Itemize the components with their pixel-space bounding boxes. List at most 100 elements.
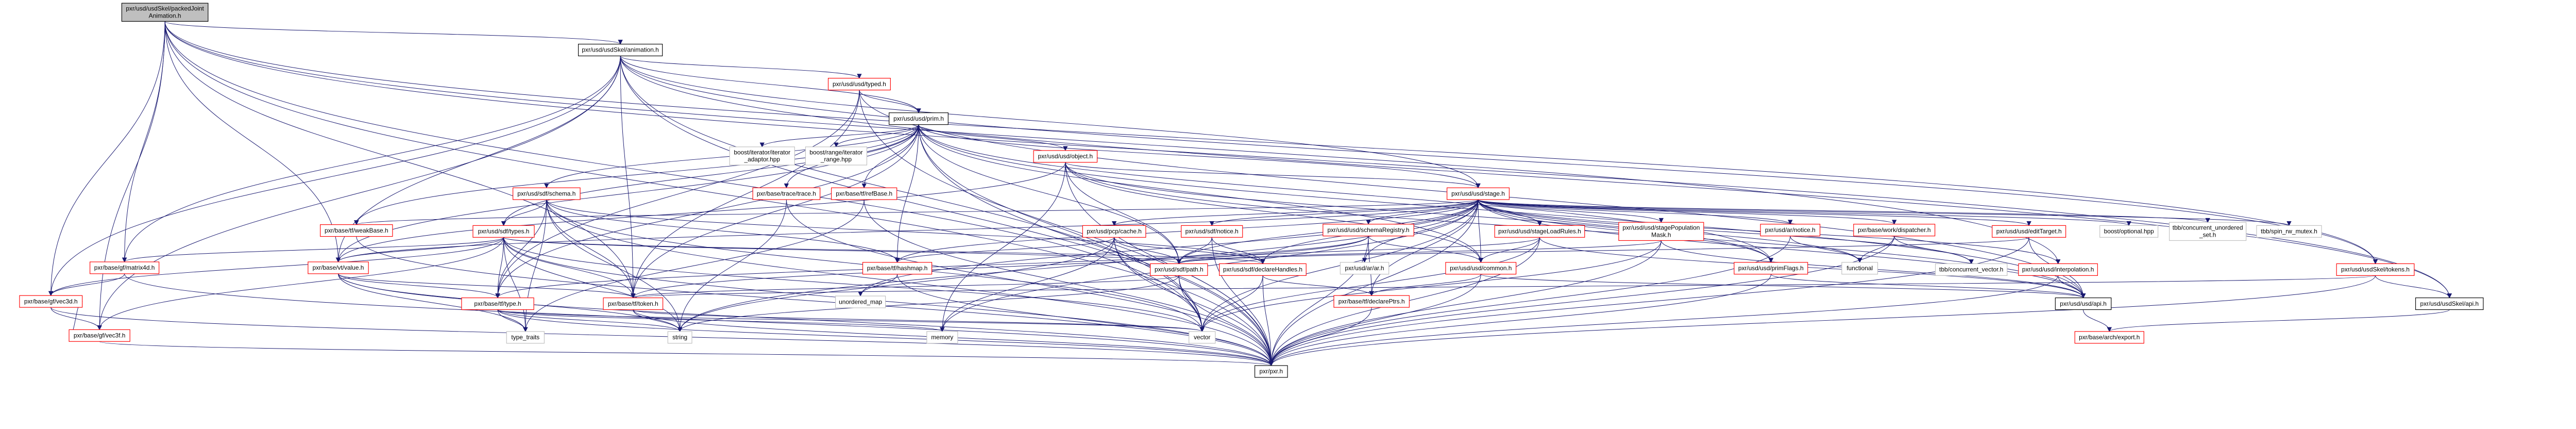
- node-declare-handles[interactable]: pxr/usd/sdf/declareHandles.h: [1219, 263, 1307, 276]
- arrowhead-icon: [2126, 221, 2131, 226]
- node-box: [1323, 224, 1414, 237]
- node-sdf-notice[interactable]: pxr/usd/sdf/notice.h: [1181, 225, 1243, 238]
- edge-root-to-matrix4d: [124, 21, 165, 262]
- node-box: [1935, 263, 2008, 276]
- node-hashmap[interactable]: pxr/base/tf/hashmap.h: [862, 262, 933, 275]
- node-box: [1189, 331, 1216, 344]
- node-arch-export[interactable]: pxr/base/arch/export.h: [2074, 331, 2144, 344]
- node-vec3f[interactable]: pxr/base/gf/vec3f.h: [69, 329, 130, 342]
- node-value[interactable]: pxr/base/vt/value.h: [308, 261, 369, 274]
- node-path[interactable]: pxr/usd/sdf/path.h: [1150, 263, 1208, 276]
- edge-animation-to-pxr: [620, 56, 1272, 366]
- node-box: [506, 331, 545, 344]
- node-dispatcher[interactable]: pxr/base/work/dispatcher.h: [1853, 224, 1936, 237]
- node-tf-type[interactable]: pxr/base/tf/type.h: [461, 298, 534, 310]
- edge-usd-api-to-arch-export: [2083, 309, 2110, 332]
- node-label: pxr/base/tf/token.h: [608, 300, 658, 307]
- edge-schema-to-pxr: [546, 200, 1272, 366]
- node-vec3d[interactable]: pxr/base/gf/vec3d.h: [19, 295, 83, 308]
- node-box: [90, 261, 160, 274]
- node-tokens[interactable]: pxr/usd/usdSkel/tokens.h: [2336, 263, 2415, 276]
- edge-typed-to-prim: [859, 90, 919, 113]
- node-pxr[interactable]: pxr/pxr.h: [1255, 365, 1288, 378]
- edge-path-to-tf-token: [633, 275, 1179, 299]
- node-weak-base[interactable]: pxr/base/tf/weakBase.h: [320, 224, 393, 237]
- node-schema-registry[interactable]: pxr/usd/usd/schemaRegistry.h: [1323, 224, 1414, 237]
- node-box: [827, 78, 891, 91]
- node-label: pxr/base/gf/vec3d.h: [24, 298, 78, 305]
- edge-stage-pop-mask-to-vector: [1201, 240, 1662, 332]
- node-schema[interactable]: pxr/usd/sdf/schema.h: [512, 187, 581, 200]
- node-declare-ptrs[interactable]: pxr/base/tf/declarePtrs.h: [1333, 295, 1410, 308]
- node-label: vector: [1194, 334, 1210, 341]
- node-iterator-adaptor: boost/iterator/iterator_adaptor.hpp: [729, 146, 795, 166]
- node-usd-api[interactable]: pxr/usd/usd/api.h: [2055, 298, 2112, 310]
- node-box: [1734, 262, 1808, 275]
- edge-schema-registry-to-tf-type: [497, 236, 1369, 298]
- edge-sdf-types-to-vec3d: [50, 237, 504, 296]
- edge-stage-to-common: [1478, 200, 1481, 262]
- edge-stage-to-spin-rw-mutex: [1478, 199, 2290, 226]
- node-boost-optional: boost/optional.hpp: [2099, 225, 2159, 238]
- node-stage[interactable]: pxr/usd/usd/stage.h: [1447, 187, 1510, 200]
- node-ref-base[interactable]: pxr/base/tf/refBase.h: [831, 187, 897, 200]
- node-label: pxr/base/trace/trace.h: [757, 190, 816, 197]
- node-tf-token[interactable]: pxr/base/tf/token.h: [603, 298, 664, 310]
- node-box: [1853, 224, 1936, 237]
- node-object[interactable]: pxr/usd/usd/object.h: [1033, 150, 1098, 163]
- edge-animation-to-vector: [620, 56, 1202, 332]
- arrowhead-icon: [2107, 327, 2112, 332]
- node-box: [1447, 187, 1510, 200]
- node-box: [831, 187, 897, 200]
- node-animation[interactable]: pxr/usd/usdSkel/animation.h: [578, 43, 663, 57]
- node-label: pxr/base/tf/declarePtrs.h: [1338, 298, 1405, 305]
- node-box: [2256, 225, 2322, 238]
- edge-schema-to-tf-token: [546, 200, 634, 298]
- node-prim[interactable]: pxr/usd/usd/prim.h: [889, 112, 948, 125]
- node-label: functional: [1846, 265, 1873, 272]
- edge-schema-to-sdf-types: [503, 200, 547, 226]
- node-pcp-cache[interactable]: pxr/usd/pcp/cache.h: [1082, 225, 1146, 238]
- edge-tf-type-to-pxr: [497, 309, 1272, 366]
- arrowhead-icon: [1658, 218, 1664, 223]
- edge-stage-to-ar-notice: [1478, 199, 1791, 225]
- node-edit-target[interactable]: pxr/usd/usd/editTarget.h: [1992, 225, 2066, 238]
- edge-prim-to-ref-base: [863, 124, 919, 188]
- node-prim-flags[interactable]: pxr/usd/usd/primFlags.h: [1734, 262, 1808, 275]
- edge-declare-handles-to-vector: [1201, 275, 1263, 332]
- node-box: [1841, 262, 1878, 275]
- arrowhead-icon: [1063, 146, 1068, 151]
- arrowhead-icon: [1476, 183, 1481, 189]
- node-matrix4d[interactable]: pxr/base/gf/matrix4d.h: [90, 261, 160, 274]
- node-interpolation[interactable]: pxr/usd/usd/interpolation.h: [2018, 263, 2098, 276]
- node-box: [889, 112, 948, 125]
- node-box: [667, 331, 692, 344]
- node-stage-load-rules[interactable]: pxr/usd/usd/stageLoadRules.h: [1494, 225, 1585, 238]
- edge-object-to-common: [1065, 162, 1481, 262]
- node-usd-skel-api[interactable]: pxr/usd/usdSkel/api.h: [2415, 298, 2484, 310]
- edge-common-to-declare-ptrs: [1371, 274, 1481, 296]
- node-box: [1760, 224, 1821, 237]
- node-common[interactable]: pxr/usd/usd/common.h: [1445, 262, 1517, 275]
- edge-sdf-types-to-path: [503, 237, 1179, 264]
- node-label: _range.hpp: [820, 156, 852, 163]
- node-box: [752, 187, 821, 200]
- edge-stage-to-string: [680, 200, 1479, 332]
- edge-sdf-types-to-vector: [503, 237, 1202, 332]
- node-ar-notice[interactable]: pxr/usd/ar/notice.h: [1760, 224, 1821, 237]
- arrowhead-icon: [858, 291, 863, 297]
- node-label: pxr/usd/sdf/notice.h: [1185, 228, 1239, 235]
- node-label: pxr/base/tf/hashmap.h: [867, 265, 928, 272]
- edge-typed-to-tf-type: [497, 90, 860, 298]
- arrowhead-icon: [857, 74, 862, 79]
- arrowhead-icon: [631, 293, 636, 299]
- node-trace[interactable]: pxr/base/trace/trace.h: [752, 187, 821, 200]
- edge-hashmap-to-pxr: [897, 274, 1272, 366]
- arrowhead-icon: [1788, 220, 1793, 225]
- node-sdf-types[interactable]: pxr/usd/sdf/types.h: [472, 225, 535, 238]
- arrowhead-icon: [1111, 221, 1117, 226]
- node-typed[interactable]: pxr/usd/usd/typed.h: [827, 78, 891, 91]
- edge-schema-registry-to-common: [1368, 236, 1481, 262]
